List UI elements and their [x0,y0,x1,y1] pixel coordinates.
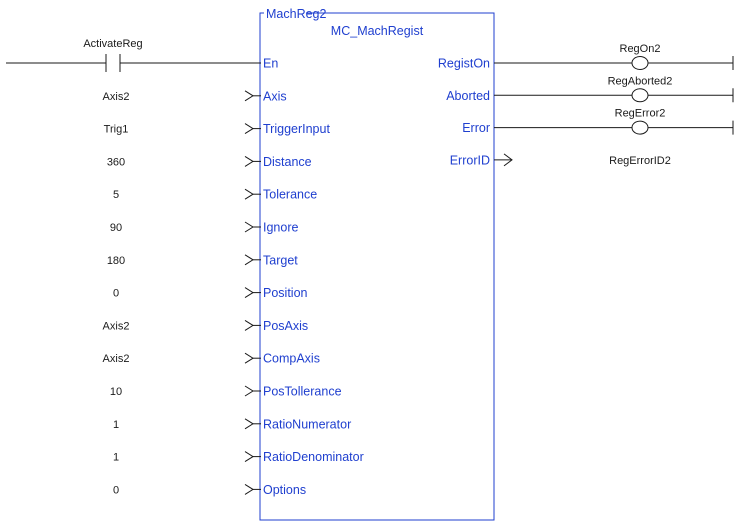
input-value[interactable]: Axis2 [103,320,130,332]
input-pin-label: Distance [263,155,312,169]
input-connector-chevron [244,451,254,463]
input-connector-chevron [244,319,254,331]
input-value[interactable]: 10 [110,386,122,398]
input-pin-label: Position [263,286,308,300]
output-aborted[interactable]: Aborted RegAborted2 [446,75,734,103]
input-value[interactable]: 0 [113,288,119,300]
output-connector-chevron [503,153,513,167]
enable-rung: ActivateReg [6,38,261,72]
output-registon[interactable]: RegistOn RegOn2 [438,43,734,71]
inputs-layer: EnAxisAxis2TriggerInputTrig1Distance360T… [103,57,364,497]
input-connector-chevron [244,90,254,102]
input-pin-label: CompAxis [263,352,320,366]
input-tolerance[interactable]: Tolerance 5 [113,188,317,202]
outputs-layer: RegistOnRegOn2AbortedRegAborted2ErrorReg… [438,43,734,167]
input-options[interactable]: Options 0 [113,483,306,497]
input-pin-label: PosAxis [263,319,308,333]
output-pin-label: ErrorID [450,153,490,167]
input-connector-chevron [244,254,254,266]
block-type-name: MC_MachRegist [331,24,424,38]
contact-label[interactable]: ActivateReg [83,38,142,50]
input-connector-chevron [244,287,254,299]
input-pin-label: Target [263,253,298,267]
input-ratiodenominator[interactable]: RatioDenominator 1 [113,450,364,464]
function-block[interactable]: MachReg2 MC_MachRegist [259,7,495,521]
coil-variable-label[interactable]: RegAborted2 [608,75,673,87]
input-connector-chevron [244,385,254,397]
input-value[interactable]: 90 [110,222,122,234]
input-rationumerator[interactable]: RatioNumerator 1 [113,417,351,431]
input-target[interactable]: Target 180 [107,253,298,267]
output-pin-label: Aborted [446,89,490,103]
input-en[interactable]: En [263,57,278,71]
input-pin-label: Tolerance [263,188,317,202]
output-variable-label[interactable]: RegErrorID2 [609,155,671,167]
coil-symbol [631,88,649,103]
input-pin-label: Ignore [263,221,298,235]
input-value[interactable]: 5 [113,189,119,201]
input-triggerinput[interactable]: TriggerInput Trig1 [104,122,331,136]
input-connector-chevron [244,188,254,200]
block-instance-name: MachReg2 [266,7,326,21]
input-value[interactable]: Axis2 [103,353,130,365]
output-pin-label: RegistOn [438,57,490,71]
input-connector-chevron [244,352,254,364]
output-errorid[interactable]: ErrorID RegErrorID2 [450,153,671,167]
input-value[interactable]: 0 [113,484,119,496]
input-pin-label: TriggerInput [263,122,330,136]
input-pin-label: PosTollerance [263,385,342,399]
input-connector-chevron [244,123,254,135]
input-pin-label: RatioNumerator [263,417,351,431]
input-value[interactable]: 180 [107,255,125,267]
block-outline [259,12,495,521]
input-value[interactable]: 1 [113,419,119,431]
input-distance[interactable]: Distance 360 [107,155,312,169]
input-posaxis[interactable]: PosAxis Axis2 [103,319,309,333]
input-compaxis[interactable]: CompAxis Axis2 [103,352,320,366]
input-position[interactable]: Position 0 [113,286,308,300]
input-pin-label: Axis [263,89,287,103]
input-connector-chevron [244,155,254,167]
input-postollerance[interactable]: PosTollerance 10 [110,385,342,399]
coil-symbol [631,120,649,135]
input-axis[interactable]: Axis Axis2 [103,89,287,103]
output-pin-label: Error [462,121,490,135]
input-value[interactable]: 360 [107,156,125,168]
input-connector-chevron [244,418,254,430]
input-ignore[interactable]: Ignore 90 [110,221,299,235]
input-pin-label: Options [263,483,306,497]
input-value[interactable]: 1 [113,452,119,464]
input-value[interactable]: Axis2 [103,91,130,103]
coil-variable-label[interactable]: RegOn2 [620,43,661,55]
input-connector-chevron [244,221,254,233]
input-value[interactable]: Trig1 [104,124,129,136]
coil-variable-label[interactable]: RegError2 [615,108,666,120]
output-error[interactable]: Error RegError2 [462,108,734,136]
coil-symbol [631,56,649,70]
input-pin-label: En [263,57,278,71]
input-pin-label: RatioDenominator [263,450,364,464]
input-connector-chevron [244,483,254,495]
